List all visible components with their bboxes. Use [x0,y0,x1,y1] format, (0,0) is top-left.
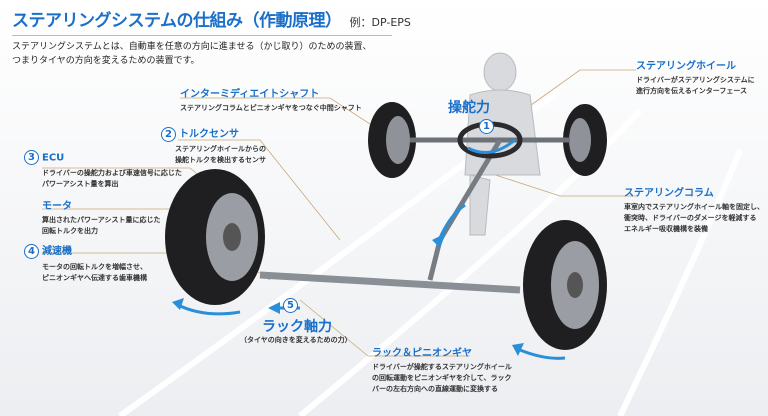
callout-title: ECU [42,152,65,164]
callout-text: モータの回転トルクを増幅させ、 [42,262,147,271]
callout-text: 車室内でステアリングホイール軸を固定し、 [624,203,764,211]
callout-title: ステアリングコラム [624,188,714,199]
tire-rear-right [563,104,607,176]
rack-bar [259,271,521,294]
callout-text: 進行方向を伝えるインターフェース [636,87,748,95]
leader-lines [42,69,636,357]
steering-wheel-callout: ステアリングホイール ドライバーがステアリングシステムに 進行方向を伝えるインタ… [636,57,755,97]
callout-title: ラック＆ピニオンギヤ [372,348,472,359]
callout-title: ステアリングホイール [636,61,736,72]
description-line: ステアリングシステムとは、自動車を任意の方向に進ませる（かじ取り）のための装置、 [12,42,372,52]
rack-force-subtitle: （タイヤの向きを変えるための力） [240,336,352,344]
callout-text: 回転トルクを出力 [42,227,98,235]
tire-rear-left [368,102,416,178]
title-divider [12,35,392,36]
callout-title: モータ [42,201,72,212]
callout-text: ドライバーが操舵するステアリングホイール [372,363,512,371]
callout-text: ステアリングホイールからの [175,144,266,153]
steering-force-label: 操舵力 [448,100,490,116]
callout-text: ステアリングコラムとピニオンギヤをつなぐ中間シャフト [180,104,362,112]
number-badge: 3 [24,150,39,165]
rack-pinion-callout: ラック＆ピニオンギヤ ドライバーが操舵するステアリングホイール の回転運動をピニ… [372,344,512,395]
callout-title: インターミディエイトシャフト [180,89,320,100]
callout-text: パワーアシスト量を算出 [42,180,119,188]
rack-force-label: ラック軸力 [262,319,332,335]
intermediate-shaft-callout: インターミディエイトシャフト ステアリングコラムとピニオンギヤをつなぐ中間シャフ… [180,85,362,114]
callout-text: 算出されたパワーアシスト量に応じた [42,216,161,224]
number-badge: 2 [161,126,176,142]
steering-force-number: 1 [479,119,494,134]
page-header: ステアリングシステムの仕組み（作動原理） 例：DP-EPS [12,6,411,31]
callout-title: トルクセンサ [179,129,239,140]
steering-column-callout: ステアリングコラム 車室内でステアリングホイール軸を固定し、 衝突時、ドライバー… [624,184,764,235]
callout-text: ドライバーがステアリングシステムに [636,76,755,84]
callout-text: バーの左右方向への直線運動に変換する [372,385,498,393]
arrow-heads [172,233,524,356]
callout-text: 操舵トルクを検出するセンサ [175,155,266,164]
callout-text: の回転運動をピニオンギヤを介して、ラック [372,374,512,382]
driver-figure [464,52,541,236]
example-label: 例：DP-EPS [349,16,411,29]
motor-callout: モータ 算出されたパワーアシスト量に応じた 回転トルクを出力 [42,197,160,237]
rack-force-number: 5 [283,298,298,313]
callout-text: 衝突時、ドライバーのダメージを軽減する [624,214,757,222]
callout-text: ピニオンギヤへ伝達する歯車機構 [42,273,147,282]
callout-text: ドライバーの操舵力および車速信号に応じた [42,169,182,177]
callout-title: 減速機 [42,246,72,257]
callout-text: エネルギー吸収機構を装備 [624,225,708,233]
page-title: ステアリングシステムの仕組み（作動原理） [12,11,342,31]
number-badge: 4 [24,243,39,259]
page-description: ステアリングシステムとは、自動車を任意の方向に進ませる（かじ取り）のための装置、… [12,40,371,68]
tire-front-left [165,169,265,305]
description-line: つまりタイヤの方向を変えるための装置です。 [12,56,200,66]
tire-front-right [523,220,607,350]
